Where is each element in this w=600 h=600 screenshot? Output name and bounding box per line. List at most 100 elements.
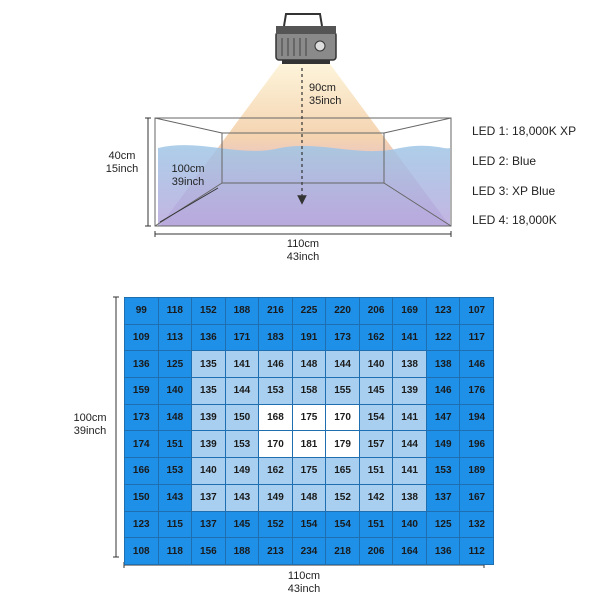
par-cell: 158 [292,378,326,404]
water-volume [158,145,450,226]
par-cell: 234 [292,538,326,564]
par-cell: 123 [426,298,460,324]
par-cell: 135 [192,378,225,404]
par-cell: 173 [326,324,359,351]
par-cell: 108 [125,538,158,564]
par-cell: 181 [292,431,326,458]
par-cell: 206 [359,298,393,324]
par-cell: 148 [292,484,326,511]
par-cell: 141 [393,404,426,431]
tank-depth-cm: 100cm [171,163,205,175]
tank-dimension-lines [145,117,452,237]
par-cell: 140 [393,511,426,538]
par-cell: 140 [158,378,192,404]
par-cell: 151 [158,431,192,458]
par-cell: 139 [192,431,225,458]
par-cell: 151 [359,511,393,538]
par-map-height-inch: 39inch [73,425,107,437]
par-cell: 138 [393,351,426,378]
par-map-width-label: 110cm 43inch [274,570,334,596]
par-cell: 143 [225,484,259,511]
par-cell: 171 [225,324,259,351]
par-cell: 156 [192,538,225,564]
legend-item-led-4: LED 4: 18,000K [472,213,557,227]
par-cell: 164 [393,538,426,564]
par-cell: 143 [158,484,192,511]
par-cell: 137 [192,511,225,538]
par-cell: 206 [359,538,393,564]
tank-width-label: 110cm 43inch [273,238,333,264]
par-cell: 150 [225,404,259,431]
par-cell: 218 [326,538,359,564]
par-cell: 136 [192,324,225,351]
par-cell: 145 [359,378,393,404]
par-cell: 142 [359,484,393,511]
par-cell: 141 [393,458,426,484]
par-cell: 151 [359,458,393,484]
par-cell: 138 [393,484,426,511]
par-cell: 144 [393,431,426,458]
par-cell: 144 [326,351,359,378]
par-cell: 146 [259,351,292,378]
par-cell: 167 [460,484,494,511]
tank-depth-inch: 39inch [171,176,205,188]
par-cell: 196 [460,431,494,458]
par-cell: 135 [192,351,225,378]
par-cell: 175 [292,458,326,484]
par-cell: 153 [225,431,259,458]
par-cell: 169 [393,298,426,324]
par-cell: 166 [125,458,158,484]
distance-cm: 90cm [309,82,336,94]
par-cell: 141 [225,351,259,378]
par-cell: 220 [326,298,359,324]
legend-item-led-3: LED 3: XP Blue [472,184,556,198]
legend-item-led-2: LED 2: Blue [472,154,537,168]
par-cell: 165 [326,458,359,484]
par-cell: 216 [259,298,292,324]
par-cell: 109 [125,324,158,351]
tank-height-cm: 40cm [108,150,136,162]
par-cell: 152 [192,298,225,324]
par-cell: 146 [460,351,494,378]
par-cell: 173 [125,404,158,431]
tank-width-inch: 43inch [286,251,320,263]
par-cell: 132 [460,511,494,538]
legend-item-led-1: LED 1: 18,000K XP [472,124,577,138]
par-cell: 157 [359,431,393,458]
par-cell: 122 [426,324,460,351]
par-cell: 136 [426,538,460,564]
par-cell: 136 [125,351,158,378]
par-cell: 152 [259,511,292,538]
tank-height-label: 40cm 15inch [96,150,148,176]
par-cell: 170 [326,404,359,431]
par-cell: 194 [460,404,494,431]
par-cell: 137 [192,484,225,511]
par-cell: 189 [460,458,494,484]
par-cell: 153 [426,458,460,484]
par-cell: 145 [225,511,259,538]
par-cell: 112 [460,538,494,564]
distance-inch: 35inch [309,95,342,107]
par-map-height-label: 100cm 39inch [64,412,116,438]
par-cell: 159 [125,378,158,404]
par-cell: 148 [158,404,192,431]
par-cell: 179 [326,431,359,458]
par-cell: 123 [125,511,158,538]
par-cell: 154 [326,511,359,538]
par-map-width-inch: 43inch [287,583,321,595]
par-cell: 213 [259,538,292,564]
par-cell: 147 [426,404,460,431]
par-cell: 148 [292,351,326,378]
par-cell: 162 [359,324,393,351]
par-cell: 176 [460,378,494,404]
par-cell: 144 [225,378,259,404]
par-cell: 146 [426,378,460,404]
light-fixture-icon [275,13,337,64]
par-cell: 141 [393,324,426,351]
tank-depth-label: 100cm 39inch [162,163,214,189]
par-cell: 115 [158,511,192,538]
par-cell: 125 [426,511,460,538]
par-cell: 152 [326,484,359,511]
tank-width-cm: 110cm [286,238,320,250]
par-cell: 149 [259,484,292,511]
